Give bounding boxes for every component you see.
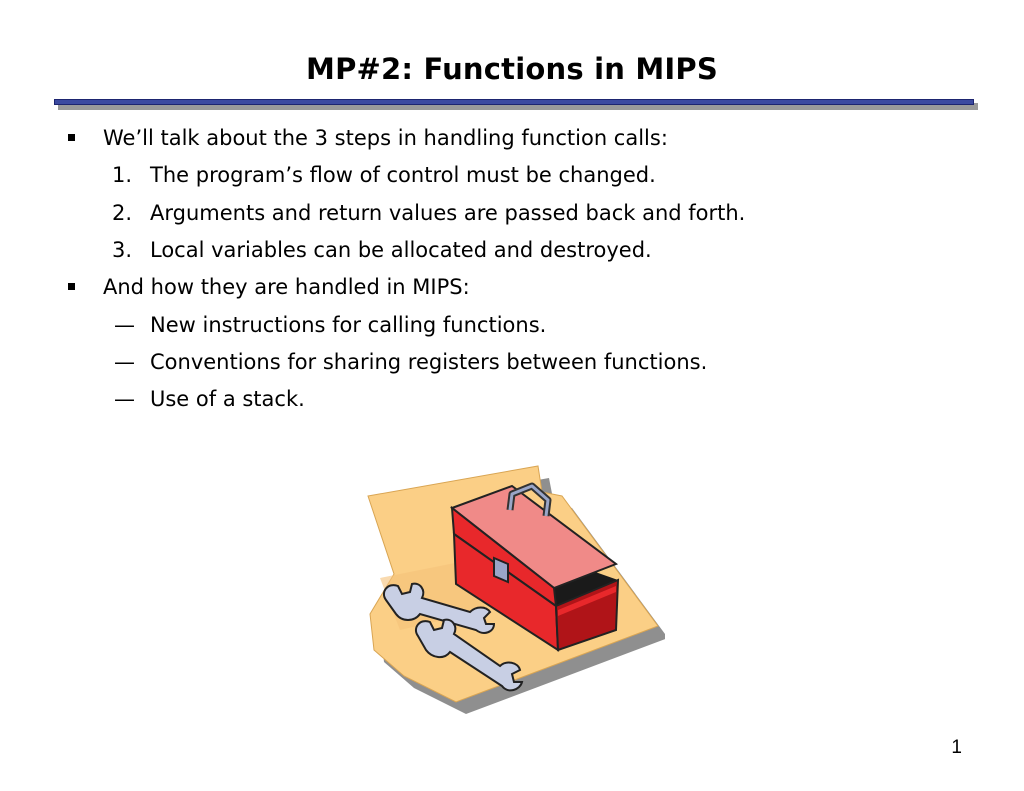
wrench-icon [382,582,496,634]
bullet-text: We’ll talk about the 3 steps in handling… [103,126,668,150]
dash-marker: — [114,350,135,374]
list-marker: 2. [112,201,133,225]
dash-marker: — [114,313,135,337]
title-rule [54,99,974,105]
list-marker: 1. [112,163,133,187]
bullet-text: And how they are handled in MIPS: [103,275,470,299]
dash-marker: — [114,387,135,411]
square-bullet-icon [68,283,75,290]
toolbox-icon [449,482,620,652]
slide-title: MP#2: Functions in MIPS [306,52,718,86]
list-item: New instructions for calling functions. [150,313,547,337]
toolbox-with-wrenches-icon [367,465,665,714]
list-item: Use of a stack. [150,387,305,411]
page-number: 1 [951,737,962,758]
list-item: Conventions for sharing registers betwee… [150,350,708,374]
list-item: Arguments and return values are passed b… [150,201,746,225]
list-item: Local variables can be allocated and des… [150,238,652,262]
square-bullet-icon [68,134,75,141]
list-marker: 3. [112,238,133,262]
title-rule-shadow [58,103,978,110]
list-item: The program’s flow of control must be ch… [150,163,656,187]
wrench-icon [414,618,524,692]
